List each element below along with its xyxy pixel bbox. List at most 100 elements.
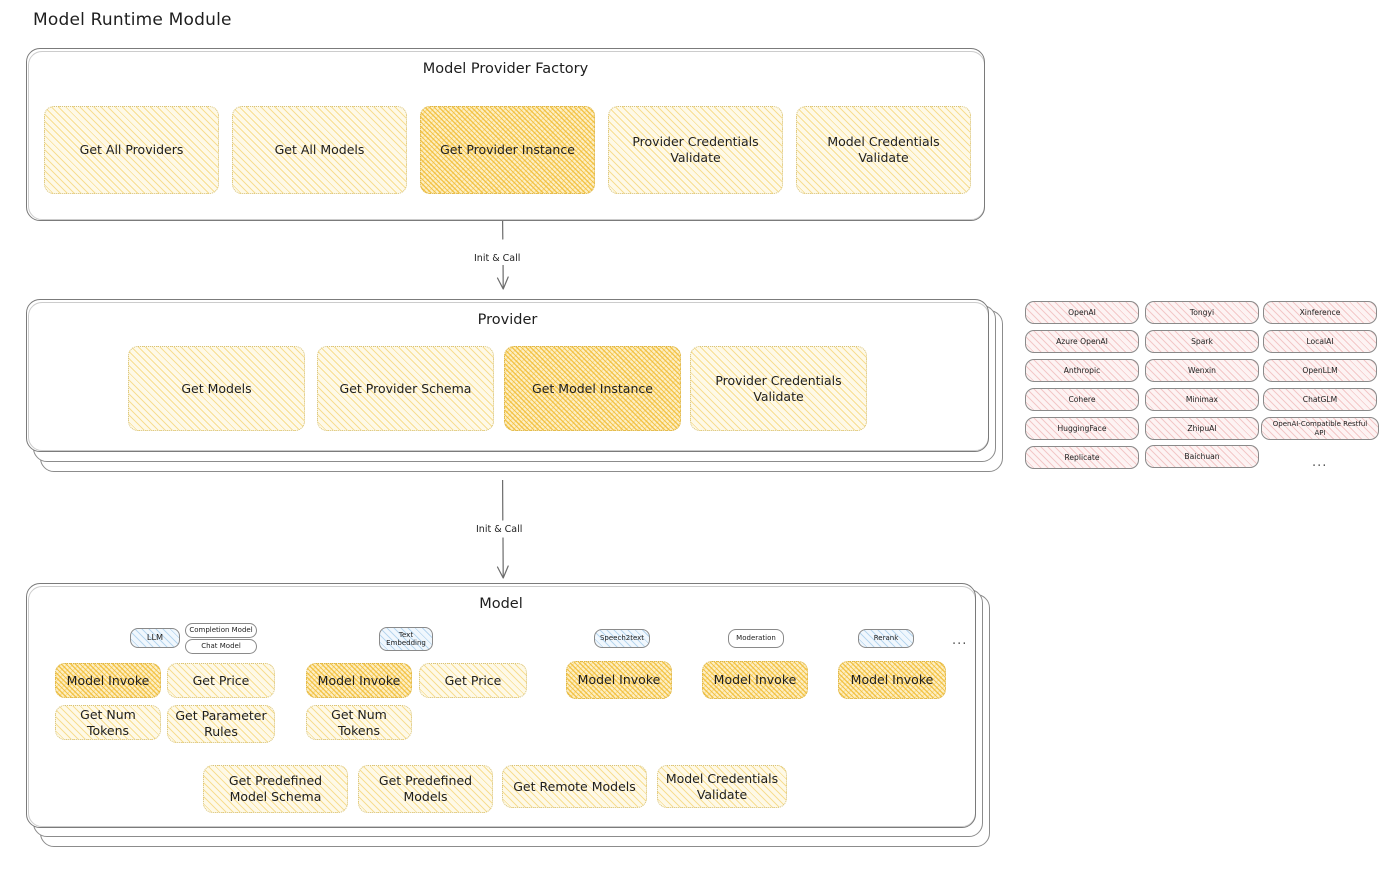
provider-node-get-models[interactable]: Get Models bbox=[128, 346, 305, 431]
chip-label: Anthropic bbox=[1063, 365, 1101, 375]
text-embedding-node-get-price[interactable]: Get Price bbox=[419, 663, 527, 698]
provider-chip-cohere[interactable]: Cohere bbox=[1025, 388, 1139, 411]
model-title: Model bbox=[479, 596, 523, 612]
chip-label: OpenAI-Compatible Restful API bbox=[1272, 419, 1368, 437]
factory-node-get-all-models[interactable]: Get All Models bbox=[232, 106, 407, 194]
provider-chip-baichuan[interactable]: Baichuan bbox=[1145, 445, 1259, 468]
node-label: Get Predefined Models bbox=[378, 773, 473, 804]
node-label: Model Invoke bbox=[850, 672, 934, 688]
provider-chip-openllm[interactable]: OpenLLM bbox=[1263, 359, 1377, 382]
badge-label: Completion Model bbox=[189, 626, 253, 635]
provider-chip-localai[interactable]: LocalAI bbox=[1263, 330, 1377, 353]
model-node-get-predefined-model-schema[interactable]: Get Predefined Model Schema bbox=[203, 765, 348, 813]
provider-chip-chatglm[interactable]: ChatGLM bbox=[1263, 388, 1377, 411]
model-type-badge-text-embedding[interactable]: Text Embedding bbox=[379, 627, 433, 651]
model-node-model-credentials-validate[interactable]: Model Credentials Validate bbox=[657, 765, 787, 808]
model-types-more-ellipsis: ... bbox=[952, 633, 968, 648]
provider-chip-wenxin[interactable]: Wenxin bbox=[1145, 359, 1259, 382]
badge-label: Speech2text bbox=[599, 634, 645, 643]
node-label: Get Remote Models bbox=[513, 778, 636, 794]
chip-label: Azure OpenAI bbox=[1056, 336, 1108, 346]
node-label: Model Credentials Validate bbox=[827, 134, 940, 165]
node-label: Get Models bbox=[181, 380, 252, 396]
llm-node-model-invoke[interactable]: Model Invoke bbox=[55, 663, 161, 698]
provider-chip-minimax[interactable]: Minimax bbox=[1145, 388, 1259, 411]
provider-chip-zhipuai[interactable]: ZhipuAI bbox=[1145, 417, 1259, 440]
chip-label: Spark bbox=[1191, 336, 1213, 346]
provider-node-get-provider-schema[interactable]: Get Provider Schema bbox=[317, 346, 494, 431]
node-label: Model Invoke bbox=[66, 672, 150, 688]
model-subtype-badge-chat-model[interactable]: Chat Model bbox=[185, 639, 257, 654]
badge-label: LLM bbox=[146, 632, 164, 643]
text-embedding-node-get-num-tokens[interactable]: Get Num Tokens bbox=[306, 705, 412, 740]
node-label: Get Num Tokens bbox=[80, 706, 136, 738]
chip-label: Cohere bbox=[1068, 394, 1096, 404]
chip-label: Baichuan bbox=[1184, 451, 1220, 461]
chip-label: HuggingFace bbox=[1057, 423, 1107, 433]
model-container: Model bbox=[26, 583, 976, 828]
factory-node-get-all-providers[interactable]: Get All Providers bbox=[44, 106, 219, 194]
badge-label: Text Embedding bbox=[386, 630, 426, 647]
node-label: Provider Credentials Validate bbox=[715, 372, 842, 404]
llm-node-get-price[interactable]: Get Price bbox=[167, 663, 275, 698]
node-label: Provider Credentials Validate bbox=[632, 134, 759, 165]
arrow-label-init-call-1: Init & Call bbox=[471, 252, 524, 265]
node-label: Get Num Tokens bbox=[331, 706, 387, 738]
node-label: Model Invoke bbox=[577, 672, 661, 688]
node-label: Model Credentials Validate bbox=[665, 770, 779, 802]
node-label: Get Provider Schema bbox=[339, 380, 472, 396]
page-title: Model Runtime Module bbox=[33, 10, 232, 30]
node-label: Model Invoke bbox=[713, 672, 797, 688]
text-embedding-node-model-invoke[interactable]: Model Invoke bbox=[306, 663, 412, 698]
arrow-provider-to-model bbox=[496, 480, 509, 579]
provider-node-provider-credentials-validate[interactable]: Provider Credentials Validate bbox=[690, 346, 867, 431]
provider-chip-anthropic[interactable]: Anthropic bbox=[1025, 359, 1139, 382]
chip-label: OpenAI bbox=[1068, 307, 1096, 317]
node-label: Get All Providers bbox=[79, 142, 184, 158]
badge-label: Moderation bbox=[736, 634, 776, 643]
provider-chip-spark[interactable]: Spark bbox=[1145, 330, 1259, 353]
chip-label: ChatGLM bbox=[1302, 394, 1338, 404]
arrow-label-init-call-2: Init & Call bbox=[473, 523, 526, 536]
provider-chip-xinference[interactable]: Xinference bbox=[1263, 301, 1377, 324]
provider-chip-huggingface[interactable]: HuggingFace bbox=[1025, 417, 1139, 440]
node-label: Get Provider Instance bbox=[440, 142, 575, 158]
node-label: Get Model Instance bbox=[532, 380, 653, 396]
provider-chip-replicate[interactable]: Replicate bbox=[1025, 446, 1139, 469]
llm-node-get-num-tokens[interactable]: Get Num Tokens bbox=[55, 705, 161, 740]
provider-chip-tongyi[interactable]: Tongyi bbox=[1145, 301, 1259, 324]
chip-label: Minimax bbox=[1185, 394, 1219, 404]
chip-label: ZhipuAI bbox=[1187, 423, 1217, 433]
node-label: Model Invoke bbox=[317, 672, 401, 688]
model-type-badge-speech2text[interactable]: Speech2text bbox=[594, 629, 650, 648]
factory-node-model-credentials-validate[interactable]: Model Credentials Validate bbox=[796, 106, 971, 194]
provider-chip-azure-openai[interactable]: Azure OpenAI bbox=[1025, 330, 1139, 353]
model-node-get-predefined-models[interactable]: Get Predefined Models bbox=[358, 765, 493, 813]
speech2text-node-model-invoke[interactable]: Model Invoke bbox=[566, 661, 672, 699]
provider-chip-openai[interactable]: OpenAI bbox=[1025, 301, 1139, 324]
model-type-badge-rerank[interactable]: Rerank bbox=[858, 629, 914, 648]
model-node-get-remote-models[interactable]: Get Remote Models bbox=[502, 765, 647, 808]
provider-title: Provider bbox=[477, 312, 538, 328]
factory-node-get-provider-instance[interactable]: Get Provider Instance bbox=[420, 106, 595, 194]
moderation-node-model-invoke[interactable]: Model Invoke bbox=[702, 661, 808, 699]
chip-label: Replicate bbox=[1064, 452, 1100, 462]
node-label: Get All Models bbox=[274, 142, 365, 158]
factory-node-provider-credentials-validate[interactable]: Provider Credentials Validate bbox=[608, 106, 783, 194]
rerank-node-model-invoke[interactable]: Model Invoke bbox=[838, 661, 946, 699]
node-label: Get Price bbox=[192, 672, 250, 688]
provider-chip-openai-compatible-restful-api[interactable]: OpenAI-Compatible Restful API bbox=[1261, 417, 1379, 440]
provider-node-get-model-instance[interactable]: Get Model Instance bbox=[504, 346, 681, 431]
chip-label: Tongyi bbox=[1189, 307, 1215, 317]
model-provider-factory-title: Model Provider Factory bbox=[422, 61, 589, 77]
model-subtype-badge-completion-model[interactable]: Completion Model bbox=[185, 623, 257, 638]
chip-label: OpenLLM bbox=[1302, 365, 1338, 375]
provider-list-more-ellipsis: ... bbox=[1312, 455, 1328, 470]
llm-node-get-parameter-rules[interactable]: Get Parameter Rules bbox=[167, 705, 275, 743]
chip-label: LocalAI bbox=[1306, 336, 1334, 346]
badge-label: Chat Model bbox=[201, 642, 241, 651]
chip-label: Wenxin bbox=[1188, 365, 1216, 375]
model-type-badge-moderation[interactable]: Moderation bbox=[728, 629, 784, 648]
chip-label: Xinference bbox=[1299, 307, 1341, 317]
model-type-badge-llm[interactable]: LLM bbox=[130, 628, 180, 648]
